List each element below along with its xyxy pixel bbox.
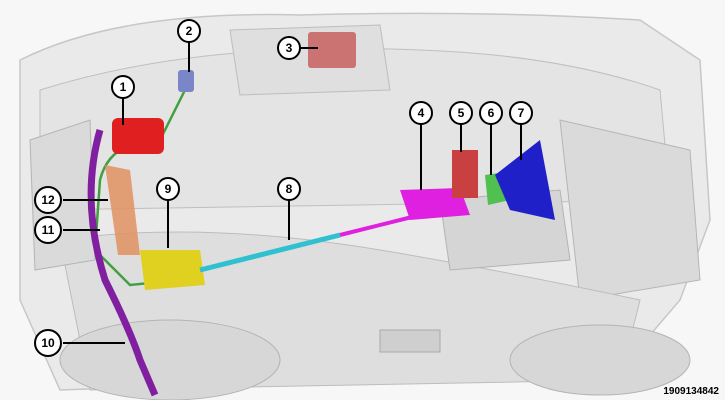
figure-id: 1909134842 xyxy=(663,386,719,397)
callout-label: 7 xyxy=(518,106,525,120)
red-component-left xyxy=(112,118,164,154)
callouts: 1 2 3 4 5 6 7 8 xyxy=(34,19,533,357)
callout-label: 9 xyxy=(165,182,172,196)
callout-3: 3 xyxy=(277,36,301,60)
orange-cooler xyxy=(105,165,140,255)
callout-8: 8 xyxy=(277,177,301,201)
callout-1: 1 xyxy=(111,75,135,99)
component-parts xyxy=(87,32,555,397)
blue-sensor-top xyxy=(178,70,194,92)
red-module-top xyxy=(308,32,356,68)
cyan-shaft xyxy=(199,232,341,273)
blue-steering-column xyxy=(495,140,555,220)
purple-hose xyxy=(87,129,159,397)
callout-label: 12 xyxy=(41,193,55,207)
callout-label: 5 xyxy=(458,106,465,120)
callout-2: 2 xyxy=(177,19,201,43)
callout-4: 4 xyxy=(409,101,433,125)
callout-label: 1 xyxy=(120,80,127,94)
callout-label: 8 xyxy=(286,182,293,196)
callout-label: 6 xyxy=(488,106,495,120)
callout-12: 12 xyxy=(34,186,62,214)
magenta-shaft xyxy=(339,213,421,237)
callout-7: 7 xyxy=(509,101,533,125)
callout-label: 2 xyxy=(186,24,193,38)
callout-label: 10 xyxy=(41,336,55,350)
callout-5: 5 xyxy=(449,101,473,125)
callout-6: 6 xyxy=(479,101,503,125)
callout-9: 9 xyxy=(156,177,180,201)
callout-11: 11 xyxy=(34,216,62,244)
callout-label: 4 xyxy=(418,106,425,120)
yellow-gear xyxy=(140,250,205,290)
red-module-center xyxy=(452,150,478,198)
callout-10: 10 xyxy=(34,329,62,357)
callout-label: 3 xyxy=(286,41,293,55)
leader-lines xyxy=(63,42,522,344)
callout-label: 11 xyxy=(42,223,55,237)
